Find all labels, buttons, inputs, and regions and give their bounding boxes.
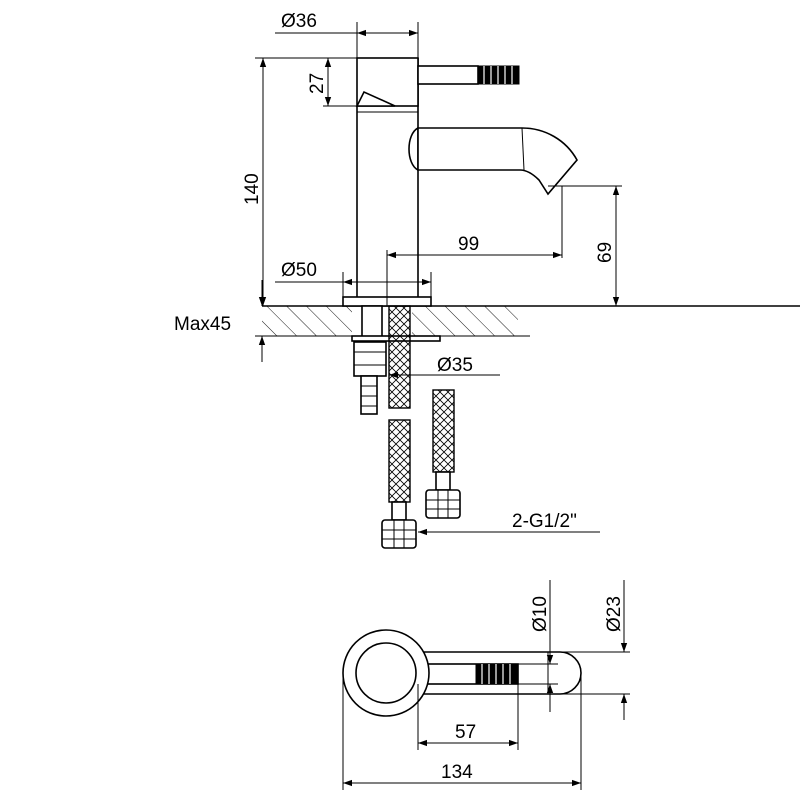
dim-spout-height: 69 bbox=[548, 185, 622, 306]
elevation-view: Ø36 27 140 99 69 bbox=[174, 11, 800, 549]
dim-handle-diameter-label: Ø10 bbox=[530, 596, 551, 632]
dim-spout-tip-diameter-label: Ø23 bbox=[604, 596, 625, 632]
dim-connection-thread: 2-G1/2" bbox=[418, 511, 600, 536]
dim-base-diameter-label: Ø50 bbox=[281, 260, 317, 281]
countertop bbox=[262, 305, 800, 337]
dim-spout-height-label: 69 bbox=[595, 242, 616, 263]
spout bbox=[408, 127, 578, 196]
dim-lever-diameter: Ø36 bbox=[275, 11, 419, 58]
dim-base-diameter: Ø50 bbox=[275, 260, 432, 297]
dim-connection-thread-label: 2-G1/2" bbox=[512, 511, 577, 532]
top-lever-grip bbox=[475, 663, 519, 685]
flexible-hose-left bbox=[381, 305, 417, 549]
dim-spout-tip-diameter: Ø23 bbox=[560, 580, 630, 720]
lever-handle bbox=[417, 65, 520, 85]
dim-handle-diameter: Ø10 bbox=[518, 580, 558, 712]
top-base-inner bbox=[355, 642, 417, 704]
dim-lever-length-label: 57 bbox=[455, 722, 476, 743]
dim-shank-diameter-label: Ø35 bbox=[437, 355, 473, 376]
dim-lever-height: 27 bbox=[307, 57, 357, 107]
dim-overall-length: 134 bbox=[342, 673, 582, 790]
dim-lever-height-label: 27 bbox=[307, 73, 328, 94]
dim-lever-length: 57 bbox=[417, 684, 519, 750]
dim-spout-reach: 99 bbox=[386, 186, 563, 306]
dim-spout-reach-label: 99 bbox=[458, 234, 479, 255]
dim-max-deck: Max45 bbox=[174, 280, 266, 362]
dim-shank-diameter: Ø35 bbox=[389, 355, 500, 379]
dim-overall-height: 140 bbox=[242, 57, 357, 306]
dim-overall-height-label: 140 bbox=[242, 173, 263, 205]
dim-max-deck-label: Max45 bbox=[174, 314, 231, 335]
flexible-hose-right bbox=[425, 389, 461, 519]
dim-overall-length-label: 134 bbox=[441, 762, 473, 783]
dim-lever-diameter-label: Ø36 bbox=[281, 11, 317, 32]
top-view: Ø10 Ø23 57 134 bbox=[342, 580, 630, 790]
